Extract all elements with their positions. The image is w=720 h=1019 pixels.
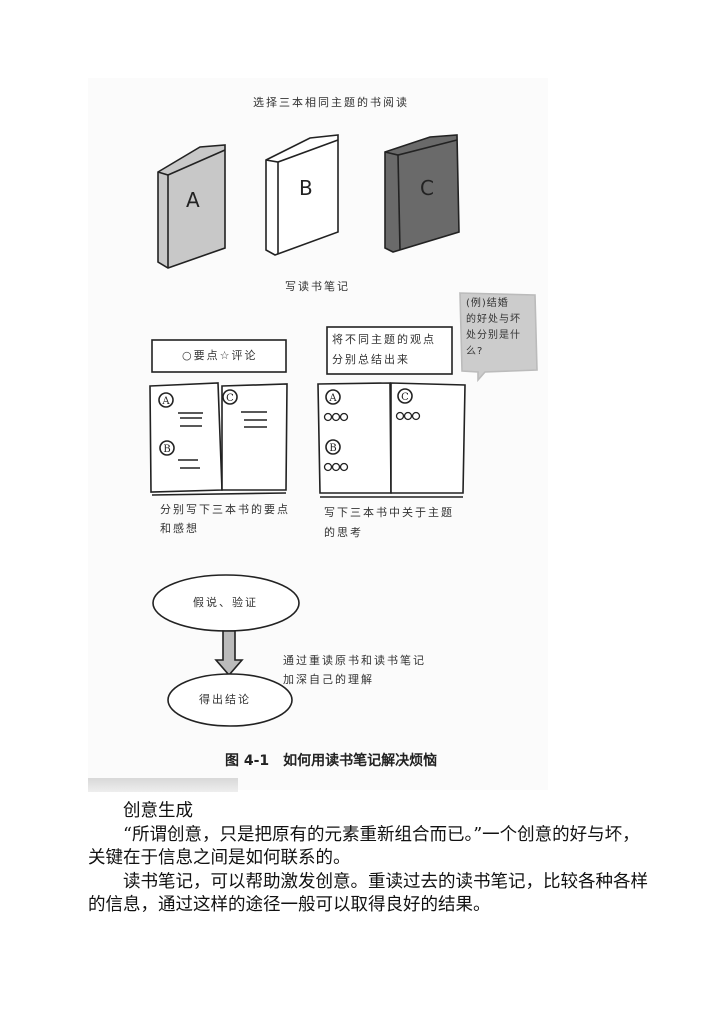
scan-shadow (88, 778, 238, 792)
box-middle-line2: 分别总结出来 (332, 353, 410, 366)
speech-bubble (459, 292, 538, 383)
caption-right-1: 写下三本书中关于主题 (324, 506, 454, 519)
bubble-line2: 的好处与坏 (466, 314, 521, 325)
notebook-letter-c: C (226, 393, 234, 404)
notebook-left (149, 382, 288, 496)
book-a: A (157, 144, 226, 269)
bubble-line1: (例)结婚 (466, 298, 509, 309)
notebook-letter-a: A (328, 393, 337, 404)
oval-top-text: 假说、验证 (193, 596, 258, 609)
notebook-right (317, 382, 466, 498)
figure-title: 如何用读书笔记解决烦恼 (283, 753, 438, 769)
notebook-letter-b: B (163, 444, 170, 455)
paragraph: 读书笔记，可以帮助激发创意。重读过去的读书笔记，比较各种各样的信息，通过这样的途… (88, 871, 648, 916)
write-notes-label: 写读书笔记 (285, 280, 350, 293)
figure-caption: 图 4-1 如何用读书笔记解决烦恼 (225, 750, 451, 770)
book-b: B (265, 134, 339, 256)
notebook-letter-a: A (161, 396, 170, 407)
arrow-down-icon (214, 630, 244, 677)
book-c-label: C (420, 176, 434, 200)
arrow-note-1: 通过重读原书和读书笔记 (283, 654, 426, 667)
box-left (151, 339, 287, 373)
oval-conclusion (167, 673, 293, 727)
figure-diagram: A B C A B C A B C (149, 134, 538, 727)
oval-bottom-text: 得出结论 (199, 693, 251, 706)
box-left-text: ○要点☆评论 (182, 349, 258, 362)
bubble-line3: 处分别是什 (466, 330, 521, 341)
section-heading: 创意生成 (123, 801, 193, 821)
notebook-letter-c: C (401, 392, 409, 403)
caption-right-2: 的思考 (324, 526, 363, 539)
arrow-note-2: 加深自己的理解 (283, 673, 374, 686)
figure-number: 图 4-1 (225, 753, 270, 769)
body-text: 创意生成 “所谓创意，只是把原有的元素重新组合而已。”一个创意的好与坏，关键在于… (88, 800, 648, 918)
notebook-letter-b: B (329, 443, 336, 454)
caption-left-2: 和感想 (160, 522, 199, 535)
bubble-line4: 么? (466, 346, 484, 357)
caption-left-1: 分别写下三本书的要点 (160, 503, 290, 516)
top-label: 选择三本相同主题的书阅读 (253, 96, 409, 109)
book-a-label: A (186, 188, 200, 212)
book-b-label: B (299, 176, 313, 200)
box-middle (326, 326, 453, 375)
box-middle-line1: 将不同主题的观点 (332, 333, 436, 346)
paragraph: “所谓创意，只是把原有的元素重新组合而已。”一个创意的好与坏，关键在于信息之间是… (88, 824, 640, 869)
book-c: C (384, 134, 460, 253)
